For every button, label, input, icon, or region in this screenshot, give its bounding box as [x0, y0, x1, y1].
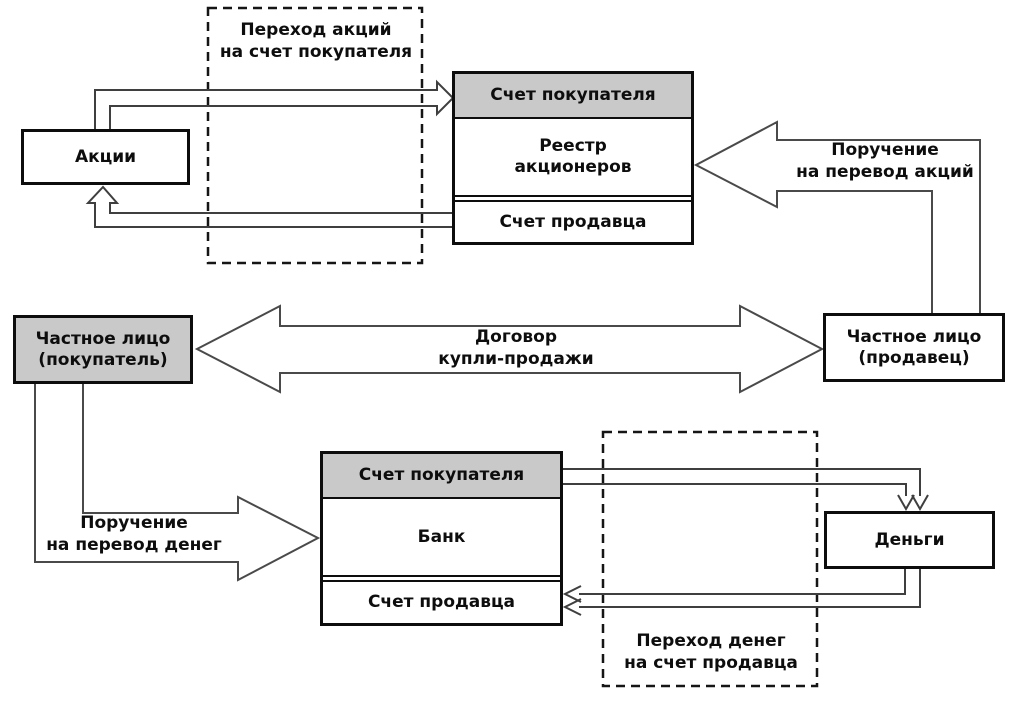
arrowhead-left-outer-icon — [562, 598, 582, 616]
label-shares-order: Поручение на перевод акций — [796, 140, 974, 182]
arrowhead-left-inner-icon — [562, 585, 582, 603]
shares-box: Акции — [21, 129, 190, 185]
registry-body: Реестр акционеров — [455, 119, 691, 197]
seller-box-label: Частное лицо (продавец) — [846, 326, 982, 368]
arrow-money-to-seller-account-inner — [579, 569, 906, 595]
bank-footer: Счет продавца — [323, 580, 560, 623]
arrow-seller-account-to-shares — [85, 185, 452, 228]
arrow-contract-double — [194, 304, 825, 394]
dashed-region-money-transfer — [601, 430, 819, 688]
arrow-shares-to-buyer-account — [94, 79, 455, 129]
dashed-region-shares-transfer — [206, 6, 424, 265]
bank-body-label: Банк — [417, 526, 466, 547]
money-box-label: Деньги — [874, 529, 945, 550]
arrow-bank-to-money-outer — [563, 468, 921, 496]
bank-body: Банк — [323, 499, 560, 577]
label-money-order: Поручение на перевод денег — [46, 513, 222, 555]
buyer-box: Частное лицо (покупатель) — [13, 315, 193, 384]
bank-header: Счет покупателя — [323, 454, 560, 499]
bank-header-label: Счет покупателя — [358, 465, 525, 485]
money-box: Деньги — [824, 511, 995, 569]
registry-body-label: Реестр акционеров — [514, 136, 632, 177]
arrow-order-transfer-shares — [693, 120, 981, 314]
registry-header-label: Счет покупателя — [490, 85, 656, 105]
arrowhead-down-outer-icon — [911, 494, 929, 512]
registry-header: Счет покупателя — [455, 74, 691, 119]
bank-footer-label: Счет продавца — [367, 592, 516, 612]
arrow-order-transfer-money — [34, 384, 321, 582]
arrow-money-to-seller-account-outer — [579, 569, 921, 608]
label-contract: Договор купли-продажи — [438, 327, 594, 369]
bank-box: Счет покупателя Банк Счет продавца — [320, 451, 563, 626]
shares-box-label: Акции — [74, 146, 137, 167]
arrow-bank-to-money-inner — [563, 483, 907, 496]
seller-box: Частное лицо (продавец) — [823, 313, 1005, 382]
arrowhead-down-inner-icon — [897, 494, 915, 512]
registry-footer-label: Счет продавца — [499, 211, 647, 232]
registry-footer: Счет продавца — [455, 200, 691, 242]
label-money-transfer: Переход денег на счет продавца — [624, 631, 798, 673]
label-shares-transfer: Переход акций на счет покупателя — [219, 20, 413, 62]
registry-box: Счет покупателя Реестр акционеров Счет п… — [452, 71, 694, 245]
buyer-box-label: Частное лицо (покупатель) — [35, 328, 171, 370]
